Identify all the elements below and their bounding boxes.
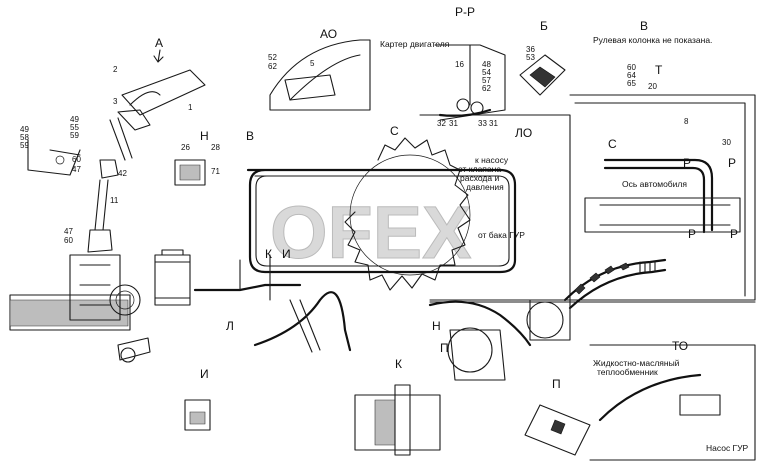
note-gur-pump: Насос ГУР (706, 443, 749, 453)
callout: 58 (20, 133, 29, 142)
section-label-r2: Р (728, 156, 736, 170)
note-flow-pressure: расхода и (460, 173, 499, 183)
callout: 5 (310, 59, 315, 68)
callout: 48 (482, 60, 491, 69)
callout: 2 (113, 65, 118, 74)
section-label-n2: Н (432, 319, 441, 333)
section-label-r1: Р (683, 156, 691, 170)
section-label-v-mid: В (246, 129, 254, 143)
callout: 42 (118, 169, 127, 178)
callout: 59 (20, 141, 29, 150)
callout: 60 (72, 155, 81, 164)
callout: 47 (64, 227, 73, 236)
section-label-p: П (440, 341, 449, 355)
section-label-l: Л (226, 319, 234, 333)
callout-labels: 2 3 1 49 58 59 49 55 59 60 47 42 11 47 6… (20, 45, 731, 245)
callout: 62 (268, 62, 277, 71)
section-p-detail (524, 404, 591, 456)
section-label-k: К (265, 247, 272, 261)
callout: 59 (70, 131, 79, 140)
section-label-t: Т (655, 63, 663, 77)
oil-tank (154, 249, 191, 306)
callout: 54 (482, 68, 491, 77)
section-label-s2: С (608, 137, 617, 151)
callout: 60 (64, 236, 73, 245)
callout: 47 (72, 165, 81, 174)
callout: 3 (113, 97, 118, 106)
callout: 64 (627, 71, 636, 80)
callout: 20 (648, 82, 657, 91)
section-label-p2: П (552, 377, 561, 391)
callout: 52 (268, 53, 277, 62)
callout: 55 (70, 123, 79, 132)
note-engine-case: Картер двигателя (380, 39, 450, 49)
section-n-detail (174, 159, 206, 186)
note-pressure: давления (466, 182, 504, 192)
note-heat-exchanger-1: Жидкостно-масляный (593, 358, 680, 368)
note-from-valve: от клапана (458, 164, 501, 174)
note-steering-column: Рулевая колонка не показана. (593, 35, 712, 45)
callout: 57 (482, 76, 491, 85)
note-heat-exchanger-2: теплообменник (597, 367, 658, 377)
note-vehicle-axis: Ось автомобиля (622, 179, 687, 189)
section-ao-detail (269, 39, 371, 111)
crankcase-gear (344, 137, 471, 291)
callout: 31 (489, 119, 498, 128)
section-label-ao: АО (320, 27, 337, 41)
section-label-a: А (155, 36, 163, 50)
callout: 16 (455, 60, 464, 69)
section-label-n: Н (200, 129, 209, 143)
note-to-pump: к насосу (475, 155, 509, 165)
callout: 26 (181, 143, 190, 152)
callout: 53 (526, 53, 535, 62)
hydraulic-lines (193, 168, 532, 353)
section-pp-detail (434, 44, 506, 121)
callout: 49 (70, 115, 79, 124)
left-bracket-detail (27, 139, 81, 176)
callout: 1 (188, 103, 193, 112)
callout: 28 (211, 143, 220, 152)
section-label-r4: Р (730, 227, 738, 241)
callout: 33 (478, 119, 487, 128)
callout: 30 (722, 138, 731, 147)
watermark: OFEX (270, 191, 471, 274)
callout: 49 (20, 125, 29, 134)
section-label-k2: К (395, 357, 402, 371)
section-label-i2: И (200, 367, 209, 381)
callout: 8 (684, 117, 689, 126)
section-label-r3: Р (688, 227, 696, 241)
section-k-detail (354, 384, 441, 456)
callout: 60 (627, 63, 636, 72)
steering-column (69, 69, 206, 363)
gur-pump-detail (447, 299, 571, 381)
section-label-b-top: Б (540, 19, 548, 33)
callout: 71 (211, 167, 220, 176)
section-label-to: ТО (672, 339, 688, 353)
section-i-detail (184, 399, 211, 431)
callout: 65 (627, 79, 636, 88)
section-to-detail (589, 344, 756, 461)
section-label-s: С (390, 124, 399, 138)
callout: 11 (110, 196, 119, 205)
callout: 62 (482, 84, 491, 93)
section-label-i: И (282, 247, 291, 261)
section-label-v-top: В (640, 19, 648, 33)
section-b-detail (519, 54, 566, 96)
callout: 31 (449, 119, 458, 128)
right-pipe-run (584, 158, 741, 234)
callout: 36 (526, 45, 535, 54)
spiral-hose (563, 258, 667, 310)
note-from-gur-tank: от бака ГУР (478, 230, 525, 240)
section-label-pp: Р-Р (455, 5, 475, 19)
section-label-lo: ЛО (515, 126, 532, 140)
callout: 32 (437, 119, 446, 128)
